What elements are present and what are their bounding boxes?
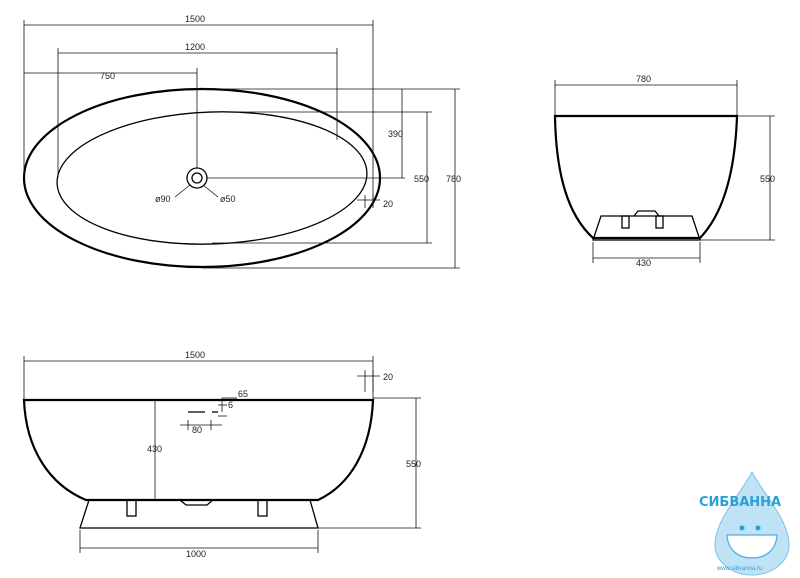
side-dim-1000-label: 1000: [186, 549, 206, 559]
end-foot-left: [621, 215, 630, 229]
tub-inner-outline: [56, 111, 368, 245]
overflow-offset-label: 65: [238, 389, 248, 399]
dim-1500-label: 1500: [185, 14, 205, 24]
end-dim-780-label: 780: [636, 74, 651, 84]
dim-750-label: 750: [100, 71, 115, 81]
side-foot-right: [257, 499, 268, 517]
drain-leader-left: [174, 184, 191, 198]
overflow-height-label: 6: [228, 400, 233, 410]
logo-url-text: www.sibvanna.ru: [716, 566, 762, 572]
end-dim-430-label: 430: [636, 258, 651, 268]
dim-20-top-label: 20: [383, 199, 393, 209]
side-foot-left: [126, 499, 137, 517]
water-drop-icon: [714, 470, 790, 576]
drain-inner-dia-label: ø50: [220, 194, 236, 204]
dim-550-label: 550: [414, 174, 429, 184]
side-drain-cup: [179, 499, 214, 506]
end-bowl-outline: [553, 114, 739, 240]
top-view: ø90 ø50 1500 1200 750 780 550 390: [22, 14, 461, 269]
end-view: 780 550 430: [553, 74, 775, 268]
dim-1200-label: 1200: [185, 42, 205, 52]
drain-inner-circle: [191, 172, 203, 184]
side-dim-20-label: 20: [383, 372, 393, 382]
dim-390-label: 390: [388, 129, 403, 139]
face-eye-left-icon: [739, 525, 745, 531]
side-view: 1500 430 65 6 80 20 550: [22, 350, 421, 559]
bathtub-icon: [726, 534, 778, 559]
side-dim-550-label: 550: [406, 459, 421, 469]
side-inner-depth-label: 430: [147, 444, 162, 454]
face-eye-right-icon: [755, 525, 761, 531]
drain-leader-right: [202, 184, 219, 198]
overflow-width-label: 80: [192, 425, 202, 435]
dim-780-label: 780: [446, 174, 461, 184]
end-dim-550-label: 550: [760, 174, 775, 184]
drain-outer-dia-label: ø90: [155, 194, 171, 204]
logo-brand-text: СИБВАННА: [699, 495, 781, 510]
end-base: [592, 215, 701, 241]
end-drain-cup: [633, 210, 660, 217]
sibvanna-logo: СИБВАННА www.sibvanna.ru: [699, 470, 790, 576]
end-foot-right: [655, 215, 664, 229]
side-bowl-outline: [22, 398, 375, 502]
side-base: [79, 499, 319, 529]
side-dim-1500-label: 1500: [185, 350, 205, 360]
